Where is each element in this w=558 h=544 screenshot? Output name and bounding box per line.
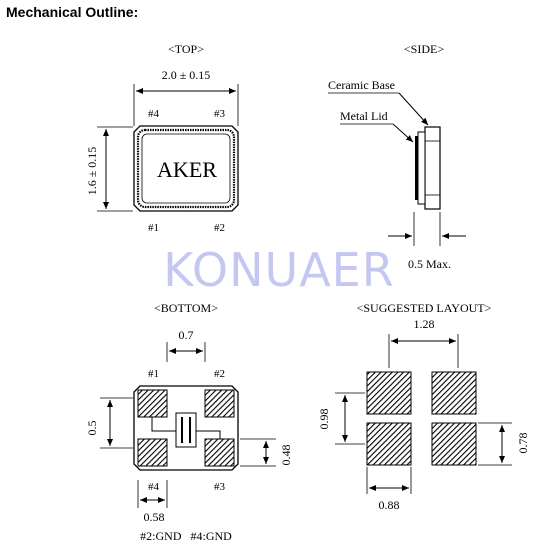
- top-width-dimension: 2.0 ± 0.15: [162, 68, 211, 82]
- side-view-title: <SIDE>: [404, 42, 444, 56]
- crystal-symbol: [175, 412, 197, 448]
- layout-width-dimension: 1.28: [414, 317, 435, 331]
- bottom-pad-4: [137, 438, 168, 467]
- layout-pad-top-right: [431, 371, 477, 415]
- bottom-pin-1: #1: [148, 368, 159, 380]
- bottom-pin-2: #2: [214, 368, 225, 380]
- bottom-pad-v-dimension: 0.5: [85, 421, 99, 436]
- side-height-dimension: 0.5 Max.: [408, 257, 451, 271]
- top-lid-seal: [136, 128, 236, 209]
- layout-height-dimension: 0.98: [317, 409, 331, 430]
- ceramic-base-label: Ceramic Base: [328, 78, 395, 92]
- layout-pad-w-dimension: 0.88: [379, 498, 400, 512]
- metal-lid-label: Metal Lid: [340, 109, 388, 123]
- top-package-outline: [133, 125, 239, 212]
- ceramic-base-shape: [424, 126, 441, 210]
- bottom-view-title: <BOTTOM>: [154, 301, 218, 315]
- top-pin-3: #3: [214, 108, 226, 120]
- top-marking: AKER: [157, 157, 217, 182]
- top-pin-4: #4: [148, 108, 160, 120]
- gnd-note: #2:GND #4:GND: [140, 529, 232, 543]
- top-pin-2: #2: [214, 222, 225, 234]
- top-view: <TOP> 2.0 ± 0.15 1.6 ± 0.15 #4 #3 AKER #…: [85, 42, 239, 234]
- bottom-pad-h-dimension: 0.48: [279, 445, 293, 466]
- watermark-text: KONUAER: [163, 243, 394, 297]
- metal-lid-shape: [415, 136, 418, 200]
- layout-pad-h-dimension: 0.78: [516, 433, 530, 454]
- bottom-view: <BOTTOM> 0.7 #1 #2 0.5 0.48 #4 #3 0.58 #…: [85, 301, 293, 543]
- bottom-pad-2: [204, 389, 235, 418]
- bottom-pin-3: #3: [214, 481, 226, 493]
- layout-pad-bottom-right: [431, 422, 477, 466]
- layout-view-title: <SUGGESTED LAYOUT>: [357, 301, 492, 315]
- suggested-layout-view: <SUGGESTED LAYOUT> 1.28 0.98 0.78 0.88: [317, 301, 530, 512]
- top-view-title: <TOP>: [168, 42, 204, 56]
- layout-pad-top-left: [366, 371, 412, 415]
- bottom-pad-1: [137, 389, 168, 418]
- top-pin-1: #1: [148, 222, 159, 234]
- bottom-pin-4: #4: [148, 481, 160, 493]
- pad-pitch-dimension: 0.7: [179, 328, 194, 342]
- side-view: <SIDE> Ceramic Base Metal Lid 0.5 Max.: [328, 42, 466, 271]
- layout-pad-bottom-left: [366, 422, 412, 466]
- section-heading: Mechanical Outline:: [6, 4, 138, 20]
- bottom-pad-w-dimension: 0.58: [144, 510, 165, 524]
- bottom-pad-3: [204, 438, 235, 467]
- top-height-dimension: 1.6 ± 0.15: [85, 147, 99, 196]
